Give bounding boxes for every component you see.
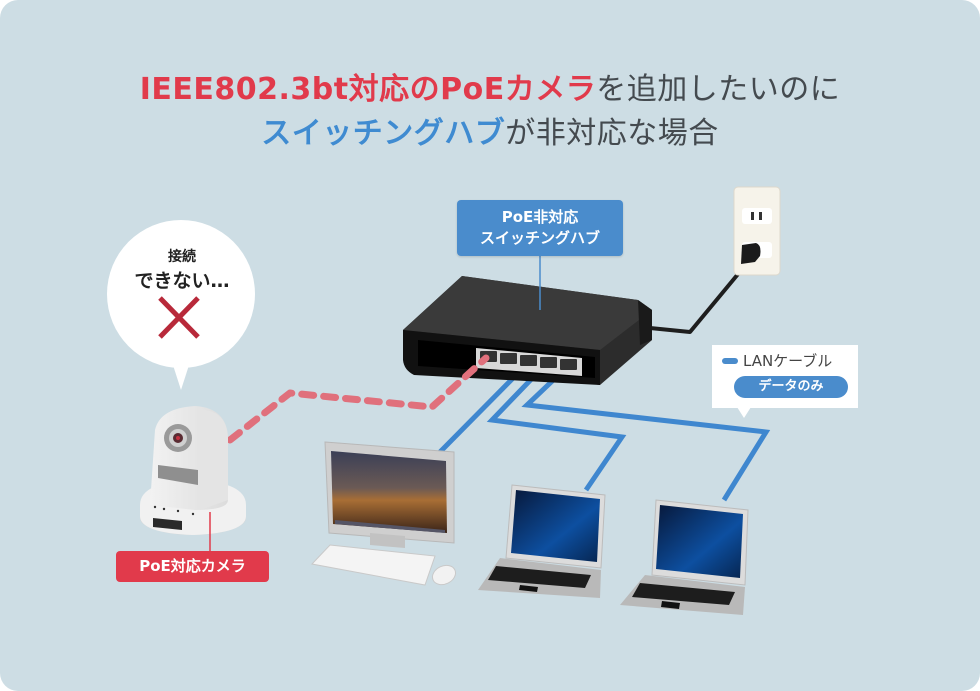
laptop-icon <box>478 484 606 598</box>
bubble-line-2: できない… <box>134 270 230 292</box>
title-line-1: IEEE802.3bt対応のPoEカメラを追加したいのに <box>0 64 980 108</box>
cross-icon <box>158 296 200 339</box>
legend-box: LANケーブル データのみ <box>712 345 858 408</box>
ip-camera-icon <box>140 406 246 535</box>
switch-label-line2: スイッチングハブ <box>479 229 600 247</box>
legend-cable-label: LANケーブル <box>743 352 833 370</box>
title-rest-2: が非対応な場合 <box>505 116 719 151</box>
network-switch-icon <box>403 276 652 385</box>
lan-cable-laptop-2 <box>521 365 771 502</box>
title-rest-1: を追加したいのに <box>596 72 841 107</box>
keyboard-icon <box>311 544 436 586</box>
switch-label: PoE非対応 スイッチングハブ <box>457 200 623 256</box>
laptop-icon <box>620 499 749 615</box>
lan-cable-swatch <box>722 358 738 364</box>
power-cable <box>639 260 750 334</box>
switch-label-line1: PoE非対応 <box>501 208 579 226</box>
power-outlet-icon <box>733 186 781 276</box>
title-highlight-blue: スイッチングハブ <box>261 116 506 151</box>
failed-connection-line <box>226 354 490 444</box>
lan-cable-laptop-1 <box>486 363 627 492</box>
bubble-line-1: 接続 <box>168 249 196 265</box>
speech-bubble <box>107 220 255 390</box>
legend-pointer <box>737 407 751 418</box>
camera-label: PoE対応カメラ <box>116 551 269 582</box>
desktop-monitor-icon <box>324 441 455 548</box>
mouse-icon <box>431 564 457 586</box>
legend-data-only-badge: データのみ <box>734 376 848 398</box>
title-highlight-red: IEEE802.3bt対応のPoEカメラ <box>139 72 597 107</box>
title-line-2: スイッチングハブが非対応な場合 <box>0 108 980 152</box>
